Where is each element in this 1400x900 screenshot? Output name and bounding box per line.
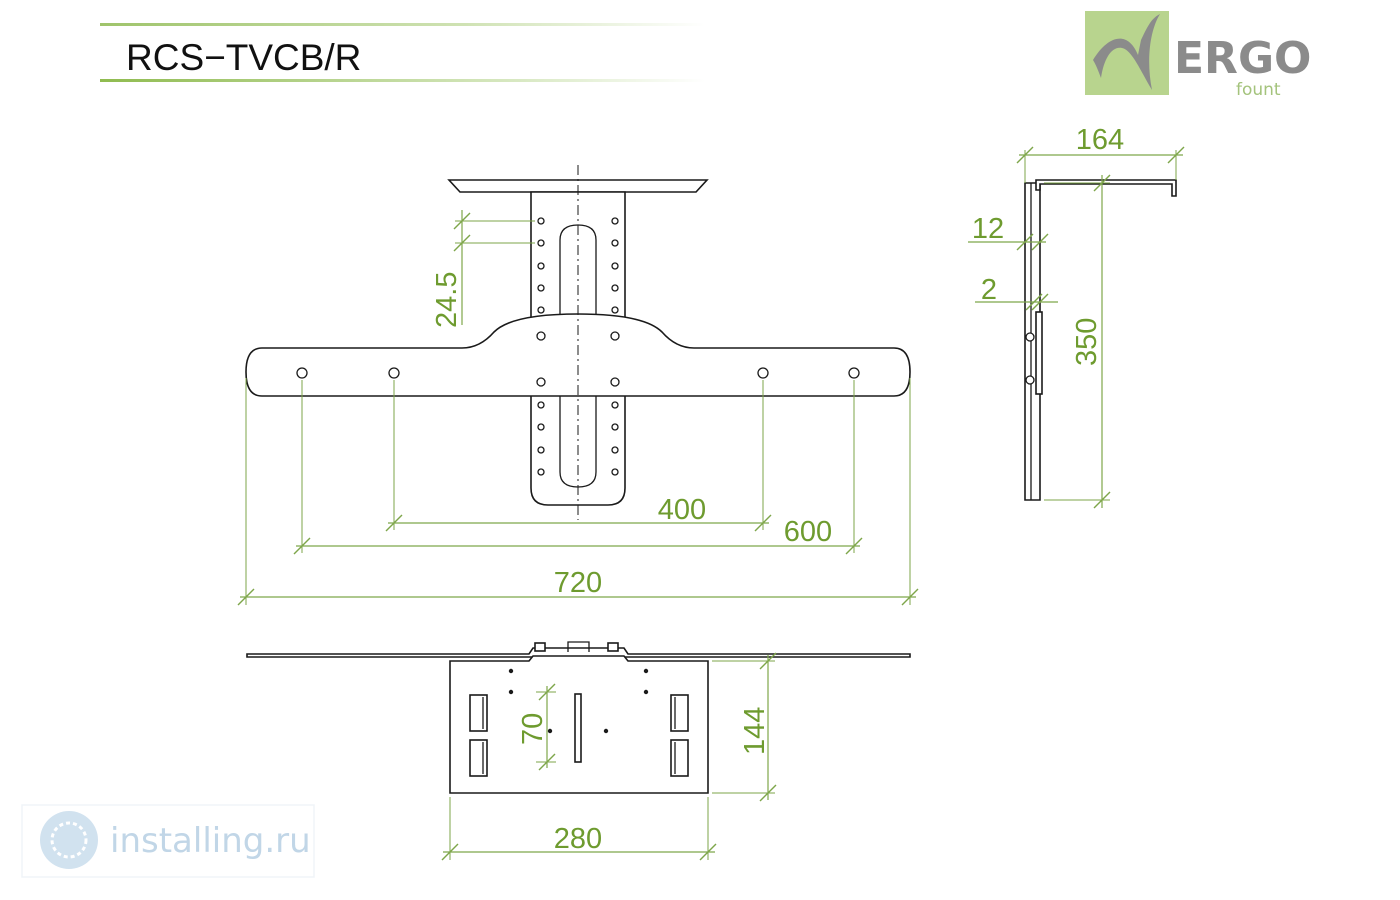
bar-holes-left — [537, 217, 545, 476]
dim-24-5: 24.5 — [431, 210, 471, 328]
front-extension-lines — [245, 220, 911, 605]
hole — [611, 446, 619, 454]
hole — [643, 668, 649, 674]
dim-720: 720 — [237, 567, 919, 606]
mount-hole — [296, 367, 308, 379]
hole — [537, 306, 545, 314]
dim-70: 70 — [517, 683, 556, 771]
dim-280: 280 — [441, 823, 717, 861]
hole — [537, 284, 545, 292]
mount-hole — [848, 367, 860, 379]
dim-164: 164 — [1016, 124, 1185, 164]
dim-label-164: 164 — [1076, 124, 1124, 156]
pad — [469, 694, 488, 732]
dim-label-600: 600 — [784, 516, 832, 548]
hole — [611, 401, 619, 409]
hole — [537, 239, 545, 247]
hole — [537, 262, 545, 270]
hole — [603, 728, 609, 734]
dim-label-12: 12 — [972, 213, 1004, 245]
dim-600: 600 — [293, 516, 863, 555]
dim-label-24-5: 24.5 — [431, 272, 463, 328]
bottom-crossbar — [246, 647, 911, 658]
pad — [670, 739, 689, 777]
hole — [611, 217, 619, 225]
side-plate — [1024, 182, 1041, 501]
watermark-logo-icon — [40, 811, 98, 869]
logo-swoosh-icon — [1093, 14, 1160, 90]
hole — [537, 446, 545, 454]
hole — [547, 728, 553, 734]
brand-subname: fount — [1236, 80, 1281, 100]
pad — [469, 739, 488, 777]
side-bracket — [1035, 311, 1043, 395]
side-bolt — [1025, 375, 1035, 385]
title-rule-top — [100, 23, 705, 26]
page-title: RCS−TVCB/R — [126, 37, 361, 78]
brand-logo: ERGO fount — [1085, 11, 1311, 100]
dim-label-280: 280 — [554, 823, 602, 855]
bar-holes-right — [611, 217, 619, 476]
title-block: RCS−TVCB/R — [100, 23, 705, 82]
crossbar-bolts — [296, 331, 860, 387]
hole — [537, 423, 545, 431]
bolt — [610, 331, 620, 341]
pad — [670, 694, 689, 732]
hole — [643, 689, 649, 695]
dim-label-70: 70 — [517, 713, 549, 745]
hole — [508, 689, 514, 695]
dim-2: 2 — [975, 274, 1058, 311]
dim-350: 350 — [1071, 174, 1111, 509]
top-nut — [607, 642, 619, 652]
dim-label-400: 400 — [658, 494, 706, 526]
top-handle — [567, 641, 590, 652]
bolt — [536, 331, 546, 341]
hole — [611, 239, 619, 247]
hole — [611, 468, 619, 476]
hole — [508, 668, 514, 674]
front-view: 720 600 400 24.5 — [237, 165, 919, 606]
dim-label-720: 720 — [554, 567, 602, 599]
side-view: 164 350 12 2 — [968, 124, 1185, 509]
watermark-text: installing.ru — [110, 821, 311, 861]
hole — [537, 468, 545, 476]
bolt — [610, 377, 620, 387]
watermark: installing.ru — [21, 804, 315, 878]
mount-hole — [388, 367, 400, 379]
dim-label-144: 144 — [739, 707, 771, 755]
brand-name: ERGO — [1174, 33, 1311, 84]
dim-400: 400 — [385, 494, 772, 532]
dim-144: 144 — [739, 652, 777, 802]
hole — [611, 306, 619, 314]
side-bolt — [1025, 332, 1035, 342]
hole — [537, 217, 545, 225]
bolt — [536, 377, 546, 387]
center-slot — [574, 693, 582, 763]
bottom-view: 280 144 70 — [246, 641, 911, 861]
hole — [537, 401, 545, 409]
hole — [611, 262, 619, 270]
top-nut — [534, 642, 546, 652]
dim-label-2: 2 — [981, 274, 997, 306]
slot-upper — [559, 224, 597, 319]
hole — [611, 284, 619, 292]
side-hook — [1035, 179, 1177, 197]
mount-hole — [757, 367, 769, 379]
hole — [611, 423, 619, 431]
bottom-extension-lines — [449, 660, 775, 860]
logo-mark — [1085, 11, 1169, 95]
dim-label-350: 350 — [1071, 318, 1103, 366]
watermark-frame — [21, 804, 315, 878]
title-rule-bottom — [100, 79, 705, 82]
dim-12: 12 — [968, 213, 1049, 251]
